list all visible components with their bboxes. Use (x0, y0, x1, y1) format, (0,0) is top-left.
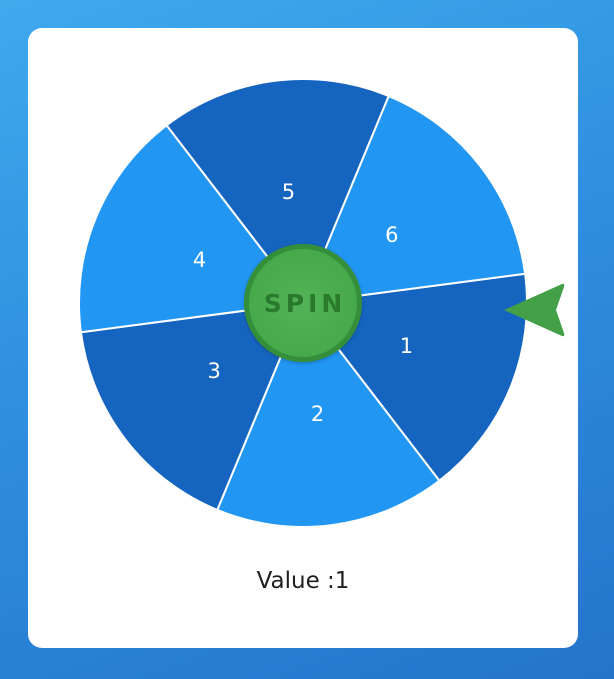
segment-label-4: 4 (192, 248, 207, 273)
segment-label-6: 6 (385, 222, 399, 247)
wheel-segment-5 (165, 78, 391, 305)
segment-label-2: 2 (310, 402, 325, 427)
wheel-graphic (78, 78, 528, 528)
segment-label-1: 1 (399, 333, 414, 358)
spin-button-label: SPIN (263, 288, 347, 318)
result-label: Value : (256, 568, 335, 594)
wheel-segment-1 (301, 272, 528, 483)
wheel-segment-4 (78, 123, 305, 334)
wheel-segment-2 (215, 301, 441, 528)
spin-wheel[interactable]: 1 2 3 4 5 6 SPIN (78, 78, 528, 528)
spin-button[interactable]: SPIN (244, 244, 362, 362)
wheel-segment-3 (79, 301, 305, 512)
result-value: 1 (334, 568, 350, 594)
wheel-segment-6 (301, 94, 527, 305)
result-display: Value : 1 (28, 568, 578, 594)
segment-label-3: 3 (207, 359, 221, 384)
arrow-pointer-icon (504, 283, 565, 337)
segment-label-5: 5 (281, 179, 296, 204)
